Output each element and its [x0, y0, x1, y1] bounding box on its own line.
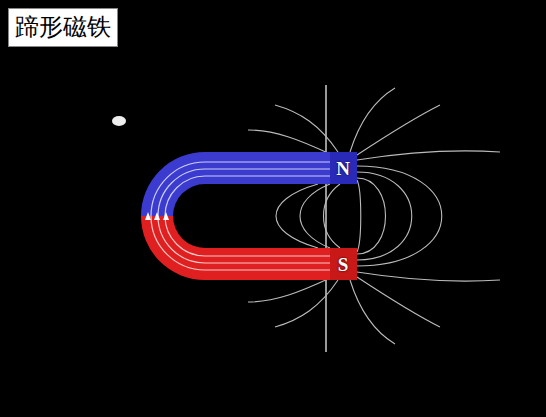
north-pole-face	[330, 152, 357, 184]
south-pole-face	[330, 248, 357, 280]
flux-arrows	[145, 212, 169, 220]
pole-label: S	[338, 255, 349, 274]
title: 蹄形磁铁	[8, 8, 118, 47]
magnet-stripes	[151, 162, 330, 270]
pole-label: N	[336, 159, 350, 178]
field-lines	[248, 85, 500, 352]
white-dot	[112, 116, 126, 126]
